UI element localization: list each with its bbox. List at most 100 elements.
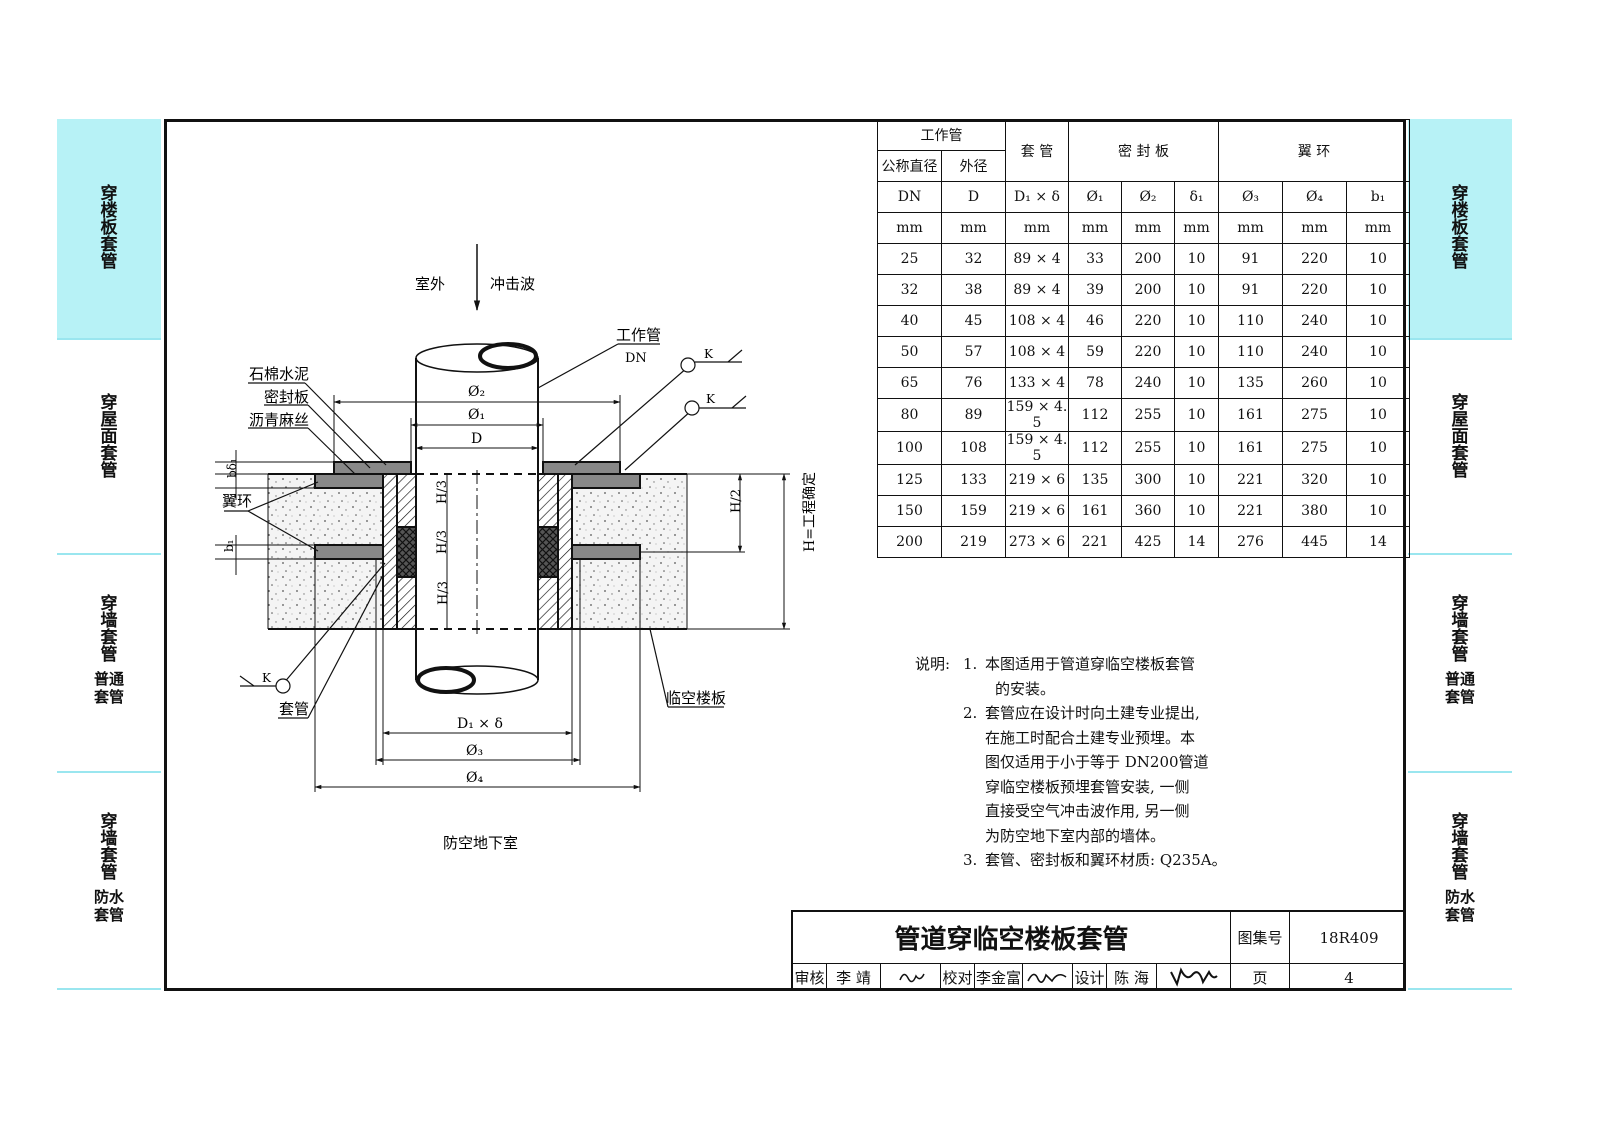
table-cell: 445 [1282, 526, 1347, 558]
symbol-cell: Ø₃ [1218, 181, 1283, 213]
sidebar-tab-label: 穿墙套管 [1451, 594, 1469, 665]
table-cell: 89 × 4 [1005, 243, 1069, 275]
note-number: 2. [963, 704, 978, 722]
sidebar-tab-roof-sleeve[interactable]: 穿屋面套管 [57, 395, 161, 505]
note-line: 套管、密封板和翼环材质: Q235A。 [985, 851, 1227, 869]
table-cell: 221 [1218, 464, 1283, 496]
dim-h3-mid: H/3 [435, 530, 450, 554]
table-cell: 240 [1282, 336, 1347, 368]
dim-phi4: Ø₄ [466, 770, 483, 786]
sleeve-walls [382, 473, 573, 630]
sidebar-tab-label: 穿屋面套管 [100, 393, 118, 481]
dim-h-total: H=工程确定 [802, 472, 818, 552]
sidebar-divider [57, 338, 161, 340]
table-cell: 300 [1121, 464, 1175, 496]
title-block: 管道穿临空楼板套管 图集号 18R409 审核 李 靖 校对 李金富 设计 陈 … [791, 910, 1406, 991]
table-cell: 220 [1121, 305, 1175, 337]
table-cell: 10 [1346, 367, 1410, 399]
table-cell: 32 [941, 243, 1006, 275]
basement-label: 防空地下室 [443, 834, 518, 852]
table-cell: 10 [1174, 495, 1219, 527]
shockwave-label: 冲击波 [490, 275, 535, 293]
design-signature [1157, 964, 1231, 991]
table-cell: 14 [1346, 526, 1410, 558]
table-cell: 40 [877, 305, 942, 337]
design-signature-scribble [1169, 966, 1218, 987]
sidebar-tab-floor-sleeve[interactable]: 穿楼板套管 [57, 119, 161, 338]
wing-ring-label: 翼环 [222, 492, 252, 510]
table-cell: 10 [1174, 305, 1219, 337]
table-cell: 133 × 4 [1005, 367, 1069, 399]
table-cell: 255 [1121, 398, 1175, 432]
page-label: 页 [1231, 964, 1290, 991]
sidebar-tab-label: 穿楼板套管 [1451, 184, 1469, 272]
table-cell: 10 [1174, 243, 1219, 275]
header-wing-ring: 翼 环 [1218, 119, 1410, 182]
check-name: 李金富 [975, 964, 1023, 991]
design-label: 设计 [1073, 964, 1107, 991]
sidebar-tab-floor-sleeve[interactable]: 穿楼板套管 [1408, 119, 1512, 338]
table-cell: 221 [1218, 495, 1283, 527]
table-cell: 10 [1346, 305, 1410, 337]
sidebar-tab-wall-sleeve-waterproof[interactable]: 穿墙套管 防水套管 [1408, 814, 1512, 954]
symbol-cell: Ø₁ [1068, 181, 1122, 213]
seal-plates [314, 461, 641, 560]
table-cell: 200 [877, 526, 942, 558]
work-pipe-label: 工作管 [616, 326, 661, 344]
review-name: 李 靖 [827, 964, 881, 991]
header-work-pipe: 工作管 [877, 119, 1006, 151]
note-line: 图仅适用于小于等于 DN200管道 [985, 753, 1209, 771]
symbol-cell: D [941, 181, 1006, 213]
dim-b1: b₁ [222, 540, 236, 553]
unit-cell: mm [941, 212, 1006, 244]
table-cell: 220 [1282, 243, 1347, 275]
sidebar-tab-label: 穿墙套管 [100, 594, 118, 665]
table-cell: 360 [1121, 495, 1175, 527]
sidebar-tab-wall-sleeve-normal[interactable]: 穿墙套管 普通套管 [1408, 596, 1512, 736]
table-cell: 33 [1068, 243, 1122, 275]
table-cell: 135 [1218, 367, 1283, 399]
sidebar-tab-roof-sleeve[interactable]: 穿屋面套管 [1408, 395, 1512, 505]
sidebar-tab-wall-sleeve-waterproof[interactable]: 穿墙套管 防水套管 [57, 814, 161, 954]
title-block-row-title: 管道穿临空楼板套管 图集号 18R409 [791, 910, 1406, 963]
dim-phi3: Ø₃ [466, 743, 483, 759]
table-cell: 240 [1282, 305, 1347, 337]
symbol-cell: Ø₂ [1121, 181, 1175, 213]
sidebar-tab-sublabel: 普通套管 [1444, 670, 1475, 706]
note-number: 1. [963, 655, 978, 673]
sidebar-divider [57, 771, 161, 773]
table-cell: 150 [877, 495, 942, 527]
table-cell: 112 [1068, 398, 1122, 432]
table-cell: 425 [1121, 526, 1175, 558]
table-cell: 110 [1218, 305, 1283, 337]
dim-d1-delta: D₁ × δ [457, 716, 503, 732]
sidebar-tab-wall-sleeve-normal[interactable]: 穿墙套管 普通套管 [57, 596, 161, 736]
table-cell: 220 [1121, 336, 1175, 368]
table-cell: 219 × 6 [1005, 464, 1069, 496]
check-signature-scribble [1026, 973, 1066, 983]
sidebar-divider [57, 553, 161, 555]
table-cell: 220 [1282, 274, 1347, 306]
table-cell: 275 [1282, 398, 1347, 432]
table-cell: 200 [1121, 274, 1175, 306]
note-text: 套管、密封板和翼环材质: Q235A。 [985, 848, 1227, 873]
table-cell: 159 [941, 495, 1006, 527]
sidebar-divider [1408, 771, 1512, 773]
dim-phi1: Ø₁ [468, 407, 485, 423]
note-2: 2. 套管应在设计时向土建专业提出, 在施工时配合土建专业预埋。本 图仅适用于小… [915, 701, 1227, 848]
asbestos-cement-label: 石棉水泥 [249, 365, 309, 383]
unit-cell: mm [1005, 212, 1069, 244]
table-cell: 65 [877, 367, 942, 399]
table-cell: 133 [941, 464, 1006, 496]
table-cell: 276 [1218, 526, 1283, 558]
check-label: 校对 [941, 964, 975, 991]
table-cell: 25 [877, 243, 942, 275]
table-cell: 260 [1282, 367, 1347, 399]
